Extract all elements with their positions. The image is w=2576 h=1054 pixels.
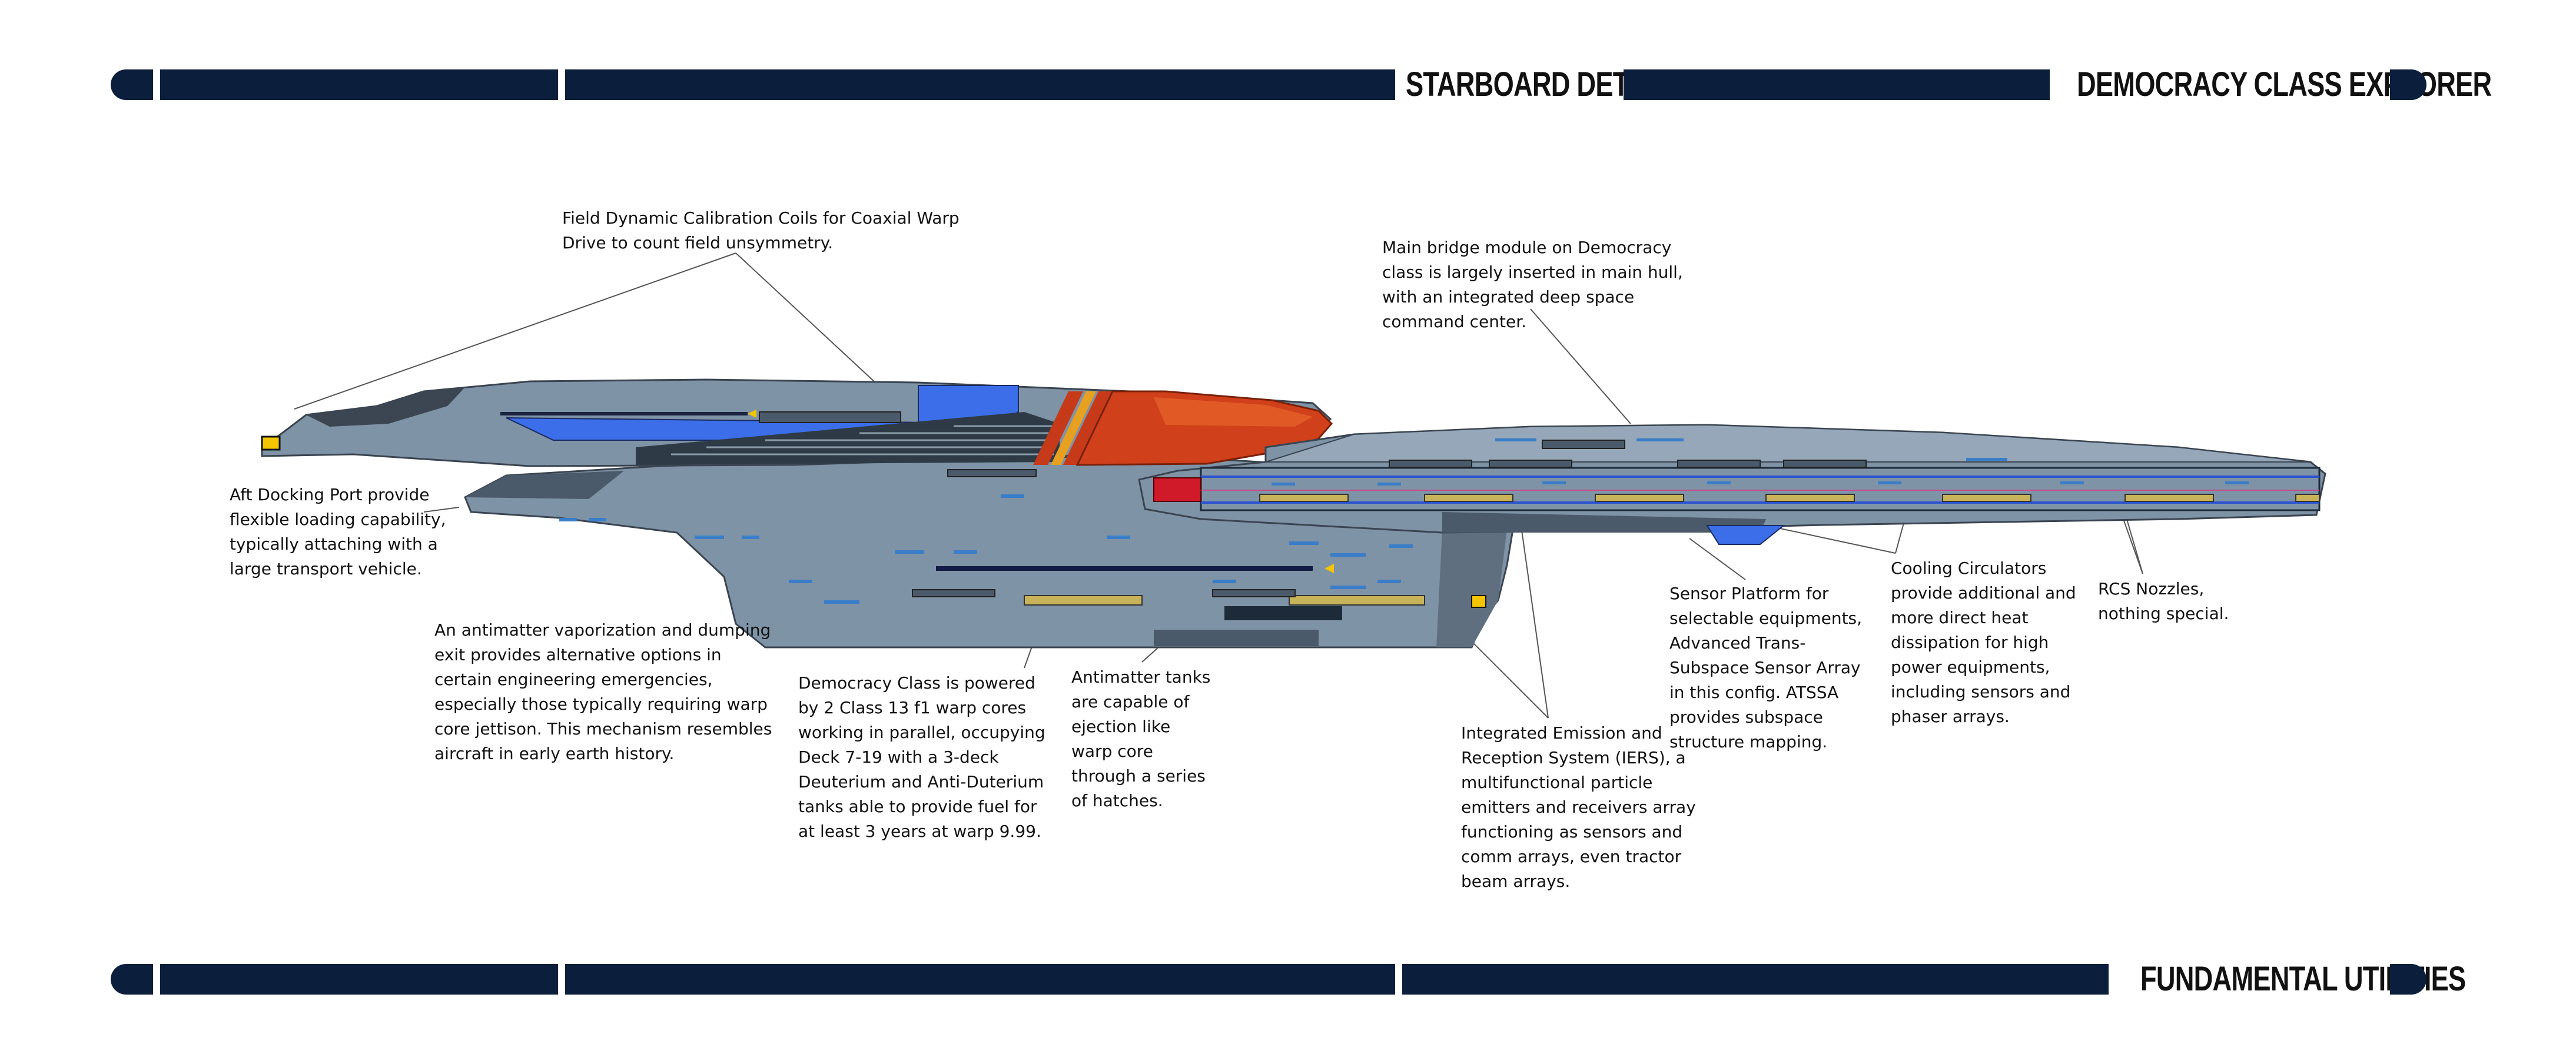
hull-stripe-red-2 (1063, 391, 1113, 465)
window-rows (559, 438, 2249, 604)
header-bar-segment-1 (160, 69, 558, 100)
callout-iers: Integrated Emission and Reception System… (1461, 723, 1696, 891)
hull-stripe-red-1 (1033, 391, 1083, 465)
header-bar-segment-2 (565, 69, 1395, 100)
footer-bar-segment-2 (565, 964, 1395, 995)
footer-bar-segment-3 (1402, 964, 2109, 995)
cooling-circulator-strips (1259, 494, 2320, 502)
upper-stern-dark (306, 387, 465, 427)
lower-vent (1224, 606, 1342, 620)
callout-antimatter-exit: An antimatter vaporization and dumping e… (434, 620, 772, 763)
calibration-coil-grid (759, 411, 901, 423)
primary-hull-red-line (1201, 490, 2319, 491)
primary-hull-band (1200, 467, 2321, 511)
hatch-strip-lower-2 (1289, 595, 1425, 606)
header-bar-segment-3 (1624, 69, 2050, 100)
callout-rcs-nozzles: RCS Nozzles, nothing special. (2098, 579, 2229, 623)
vent-stripes (671, 425, 1054, 455)
forward-red-panel (1153, 477, 1201, 502)
primary-hull-top-plate (1265, 424, 2311, 463)
callout-antimatter-tanks: Antimatter tanks are capable of ejection… (1071, 667, 1211, 810)
callout-sensor-platform: Sensor Platform for selectable equipment… (1669, 584, 1863, 752)
footer-bar-cap-left (111, 964, 153, 995)
primary-hull-vents (912, 440, 1867, 597)
warp-core-conduit (936, 566, 1313, 571)
header-bar-cap-right (2390, 69, 2426, 100)
primary-hull-lower-dark (1442, 512, 1766, 533)
callout-cooling-circulators: Cooling Circulators provide additional a… (1891, 558, 2076, 726)
callout-warp-cores: Democracy Class is powered by 2 Class 13… (798, 673, 1045, 841)
primary-hull-blue-line-top (1201, 476, 2319, 478)
footer-bar-segment-1 (160, 964, 558, 995)
footer-bar-cap-right (2390, 964, 2426, 995)
secondary-hull-dark-top (465, 471, 624, 499)
coil-marker (748, 410, 756, 418)
sensor-platform (1706, 525, 1785, 545)
warp-core-marker (1324, 564, 1334, 573)
primary-hull-blue-line-bottom (1201, 501, 2319, 504)
header-bar-cap-left (111, 69, 153, 100)
coil-rail (500, 412, 748, 415)
callout-aft-docking: Aft Docking Port provide flexible loadin… (230, 485, 446, 578)
aft-antimatter-exit (1471, 595, 1486, 608)
callout-main-bridge: Main bridge module on Democracy class is… (1382, 238, 1683, 331)
hatch-strip-lower (1024, 595, 1143, 606)
secondary-hull-shadow (1436, 530, 1507, 647)
nacelle-red-highlight (1154, 397, 1313, 427)
lower-hatch-recess (1154, 630, 1319, 646)
hull-stripe-orange (1051, 391, 1096, 465)
aft-docking-port (261, 435, 281, 451)
callout-calibration-coils: Field Dynamic Calibration Coils for Coax… (562, 208, 960, 252)
